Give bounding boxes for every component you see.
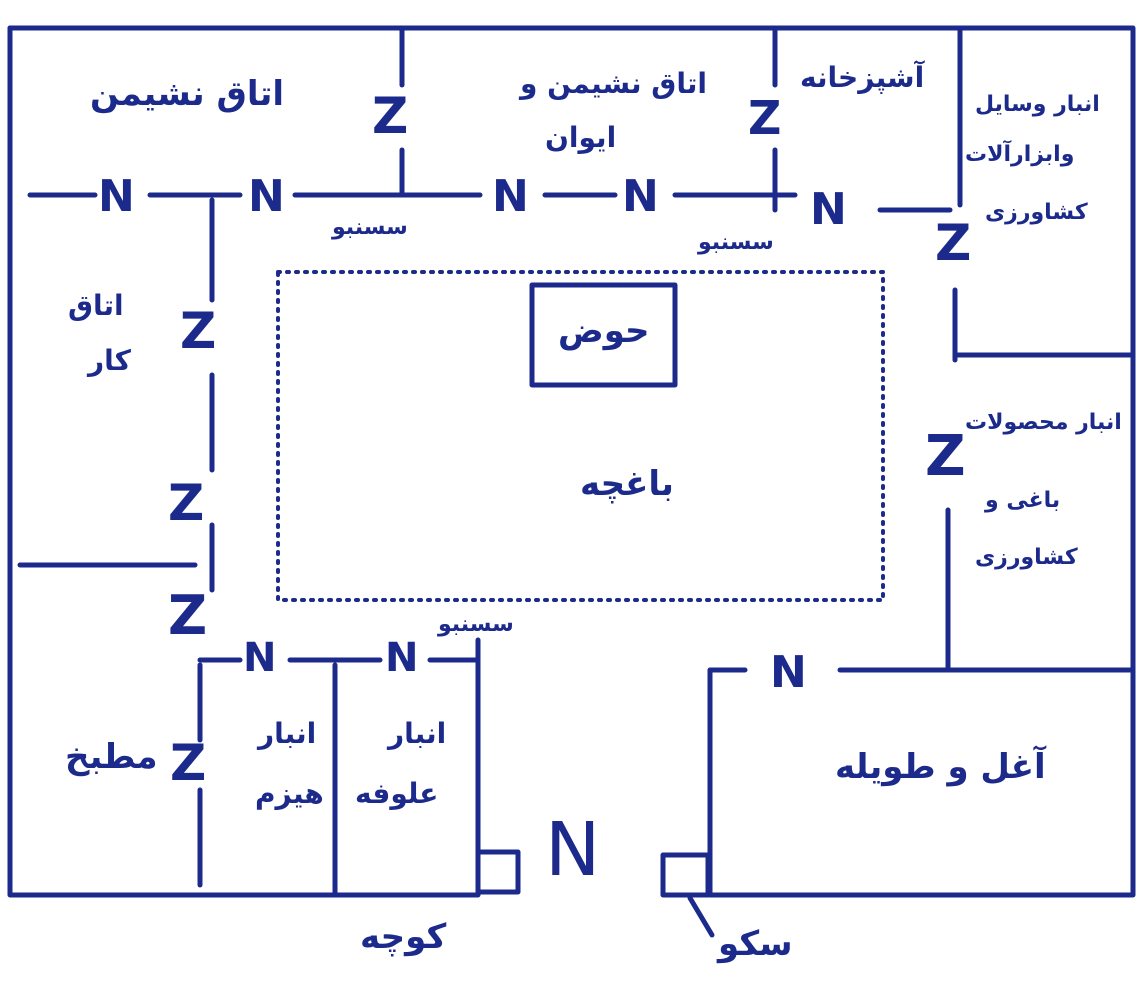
outer-wall — [7, 25, 1136, 898]
door-symbol: N — [248, 171, 285, 222]
window-symbol: Z — [168, 474, 205, 532]
label-storage-tools-1: انبار وسایل — [975, 92, 1100, 117]
label-storage-tools-3: کشاورزی — [985, 200, 1088, 225]
door-symbol: N — [243, 635, 277, 681]
window-symbol: Z — [935, 214, 972, 272]
label-pool: حوض — [558, 311, 650, 351]
outer-wall-left — [7, 25, 481, 898]
platform-right — [660, 852, 711, 898]
label-storage-crops-2: باغی و — [985, 488, 1061, 513]
platform-pointer — [687, 895, 715, 938]
door-symbol: N — [492, 171, 529, 222]
label-living-room-2: ایوان — [545, 121, 617, 154]
label-porch: سسنبو — [438, 612, 514, 637]
door-symbol: N — [98, 171, 135, 222]
pool-outline — [529, 282, 678, 388]
door-symbol: N — [622, 171, 659, 222]
label-kitchen-top: آشپزخانه — [800, 61, 925, 94]
label-storage-crops-1: انبار محصولات — [965, 410, 1122, 435]
label-garden: باغچه — [580, 464, 674, 504]
label-firewood-1: انبار — [258, 717, 317, 750]
label-fodder-2: علوفه — [355, 777, 439, 810]
label-porch: سسنبو — [332, 215, 408, 240]
garden-boundary — [276, 270, 885, 602]
label-work-room-1: اتاق — [68, 289, 124, 322]
door-symbol: N — [545, 807, 601, 893]
door-symbol: N — [385, 635, 419, 681]
label-firewood-2: هیزم — [255, 777, 324, 810]
label-work-room-2: کار — [88, 344, 131, 377]
window-symbol: Z — [925, 424, 966, 489]
label-guest-room: اتاق نشیمن — [90, 74, 285, 114]
window-symbol: Z — [372, 87, 409, 145]
label-stable: آغل و طویله — [835, 747, 1046, 787]
label-alley: کوچه — [360, 917, 447, 957]
right-entrance-wall — [707, 667, 748, 898]
label-storage-crops-3: کشاورزی — [975, 545, 1078, 570]
platform-left — [475, 849, 521, 895]
door-symbol: N — [770, 647, 807, 698]
label-storage-tools-2: وابزارآلات — [965, 142, 1075, 167]
label-fodder-1: انبار — [388, 717, 447, 750]
window-symbol: Z — [168, 584, 208, 647]
window-symbol: Z — [180, 302, 217, 360]
label-kitchen-bottom: مطبخ — [65, 737, 158, 777]
window-symbol: Z — [170, 734, 207, 792]
window-symbol: Z — [748, 91, 782, 145]
label-living-room-1: اتاق نشیمن و — [520, 67, 707, 100]
door-symbol: N — [810, 184, 847, 235]
label-porch: سسنبو — [698, 230, 774, 255]
label-platform: سکو — [718, 924, 793, 964]
